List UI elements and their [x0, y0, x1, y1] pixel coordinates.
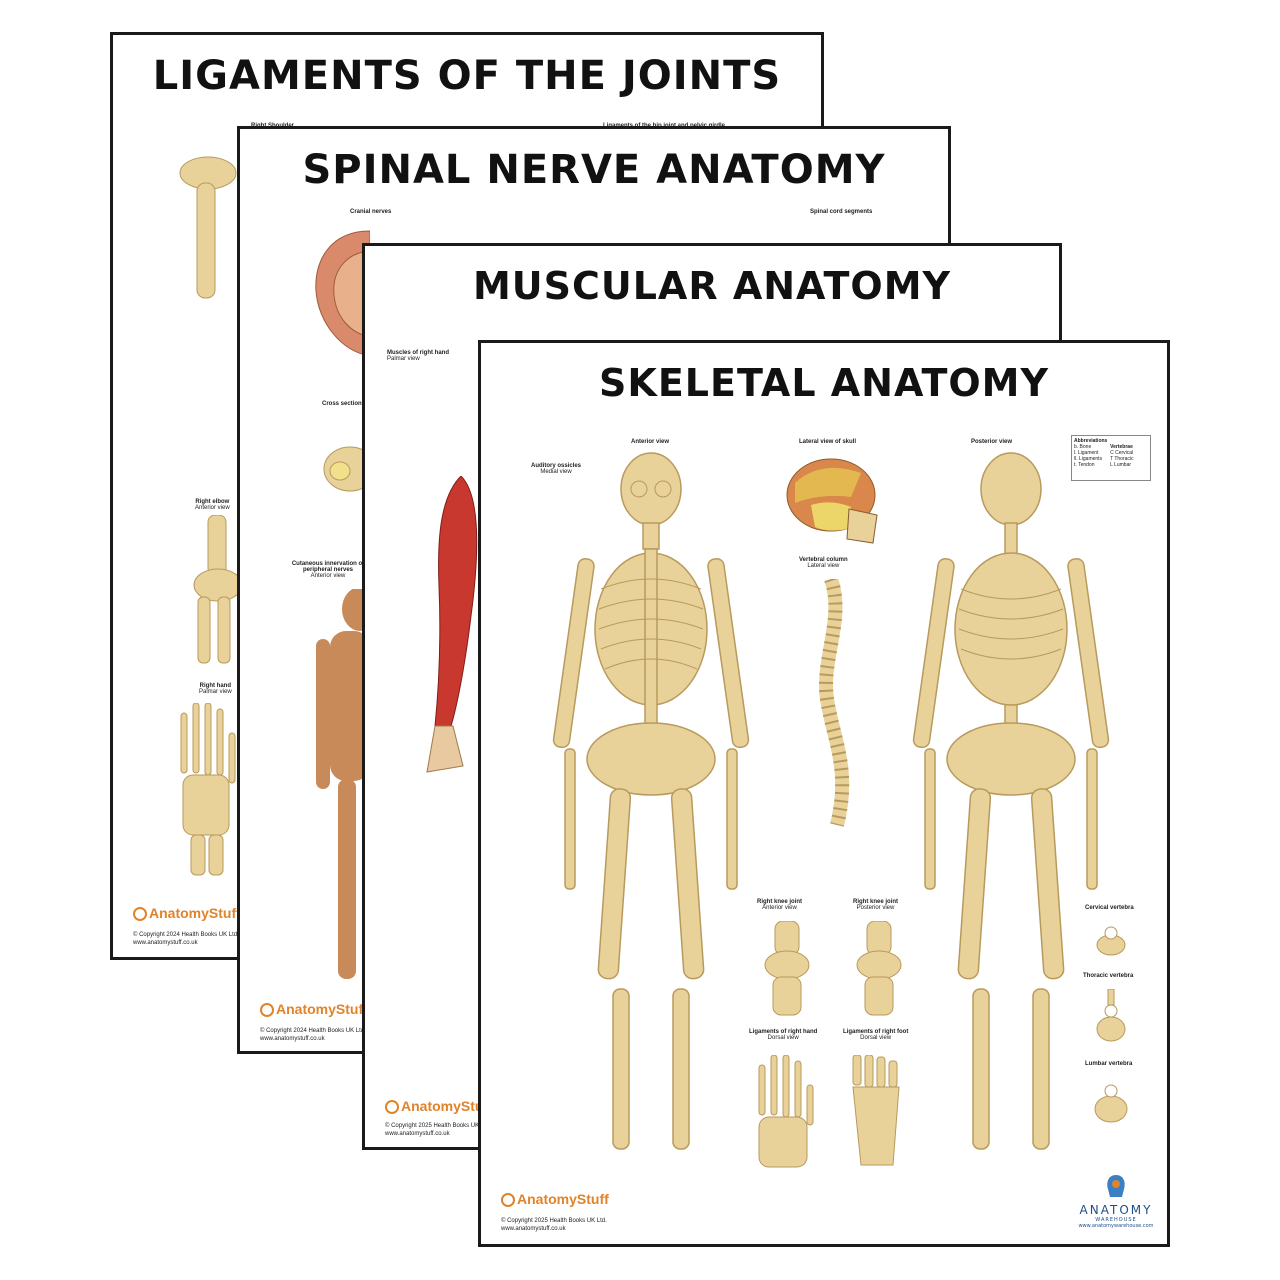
- cross-section-illustration: [323, 446, 370, 492]
- copyright: © Copyright 2024 Health Books UK Ltd.www…: [260, 1028, 366, 1042]
- poster-title: LIGAMENTS OF THE JOINTS: [152, 53, 782, 99]
- abbreviations-box: Abbreviations b. Bone l. Ligament ll. Li…: [1071, 435, 1151, 481]
- shoulder-illustration: [179, 156, 237, 299]
- brand-logo: AnatomyStuff: [260, 1001, 368, 1018]
- warehouse-name: ANATOMY: [1079, 1203, 1153, 1217]
- hand-illustration: [180, 703, 236, 876]
- knee-anterior-illustration: [764, 921, 810, 1016]
- anatomystuff-logo-icon: [501, 1193, 515, 1208]
- cervical-vertebra-illustration: [1096, 926, 1126, 956]
- caption-cutaneous: Cutaneous innervation of peripheral nerv…: [291, 561, 365, 579]
- foot-ligaments-illustration: [852, 1055, 900, 1166]
- brand-logo: AnatomyStuff: [501, 1191, 609, 1208]
- hand-ligaments-illustration: [758, 1055, 814, 1168]
- body-illustration: [316, 589, 370, 979]
- caption-cervical: Cervical vertebra: [1085, 905, 1134, 911]
- abbreviations-title: Abbreviations: [1074, 438, 1108, 444]
- warehouse-head-icon: [1107, 1175, 1125, 1197]
- poster-skeletal: SKELETAL ANATOMY Anterior view Lateral v…: [478, 340, 1170, 1247]
- caption-anterior-view: Anterior view: [631, 439, 670, 445]
- anterior-skeleton-illustration: [552, 452, 750, 1150]
- elbow-illustration: [193, 515, 243, 664]
- anatomystuff-logo-icon: [260, 1003, 274, 1018]
- caption-lateral-skull: Lateral view of skull: [799, 439, 857, 445]
- anatomy-warehouse-logo: ANATOMY WAREHOUSE www.anatomywarehouse.c…: [1071, 1173, 1161, 1229]
- warehouse-sub: WAREHOUSE: [1095, 1217, 1137, 1223]
- knee-posterior-illustration: [856, 921, 902, 1016]
- warehouse-url: www.anatomywarehouse.com: [1078, 1223, 1154, 1229]
- caption-cross-section: Cross section: [322, 401, 362, 407]
- brand-logo: AnatomyStuff: [133, 905, 241, 922]
- poster-title: MUSCULAR ANATOMY: [472, 264, 952, 308]
- anatomystuff-logo-icon: [385, 1100, 399, 1115]
- caption-thoracic: Thoracic vertebra: [1083, 973, 1134, 979]
- posterior-skeleton-illustration: [912, 452, 1110, 1150]
- caption-posterior-view: Posterior view: [971, 439, 1013, 445]
- copyright: © Copyright 2024 Health Books UK Ltd.www…: [133, 932, 239, 946]
- poster-title: SPINAL NERVE ANATOMY: [302, 147, 886, 193]
- caption-lumbar: Lumbar vertebra: [1085, 1061, 1133, 1067]
- anatomystuff-logo-icon: [133, 907, 147, 922]
- thoracic-vertebra-illustration: [1096, 989, 1126, 1042]
- skull-lateral-illustration: [786, 458, 878, 544]
- arm-muscle-illustration: [426, 476, 478, 773]
- caption-spinal-cord-segments: Spinal cord segments: [810, 209, 873, 215]
- brand-logo: AnatomyStuff: [385, 1098, 493, 1115]
- poster-title: SKELETAL ANATOMY: [599, 361, 1049, 405]
- copyright: © Copyright 2025 Health Books UK Ltd.www…: [385, 1123, 491, 1137]
- caption-cranial-nerves: Cranial nerves: [350, 209, 392, 215]
- vertebral-column-illustration: [819, 579, 850, 827]
- lumbar-vertebra-illustration: [1094, 1084, 1128, 1123]
- copyright: © Copyright 2025 Health Books UK Ltd.www…: [501, 1218, 607, 1232]
- brain-illustration: [315, 230, 370, 357]
